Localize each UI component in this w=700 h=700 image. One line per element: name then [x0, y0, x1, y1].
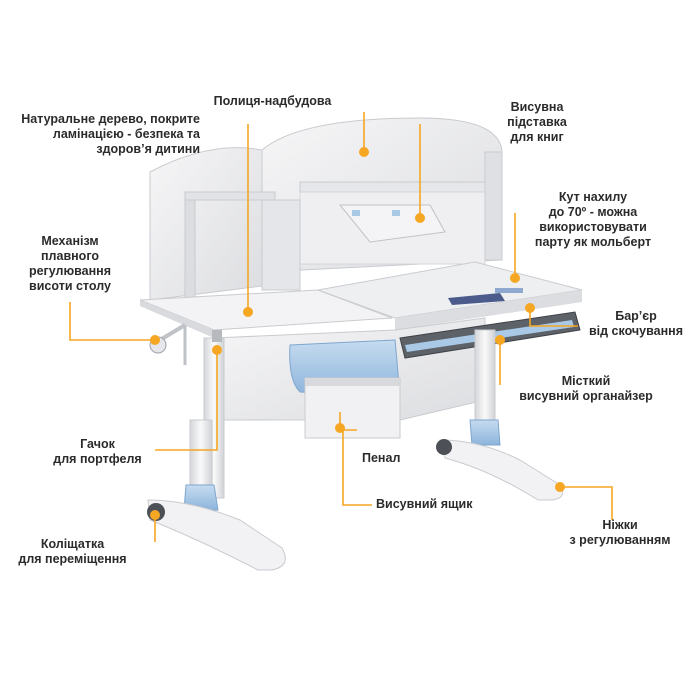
- label-line: Кут нахилу: [558, 190, 628, 204]
- label-line: висоти столу: [29, 279, 111, 293]
- label-line: здоров’я дитини: [96, 142, 200, 156]
- label-line: ламінацією - безпека та: [52, 127, 200, 141]
- label-line: для переміщення: [18, 552, 127, 566]
- label-line: Полиця-надбудова: [213, 94, 332, 108]
- label-line: до 70º - можна: [548, 205, 638, 219]
- right-leg: [436, 329, 564, 501]
- label-line: висувний органайзер: [519, 389, 653, 403]
- label-line: Пенал: [362, 451, 401, 465]
- label-line: Бар’єр: [615, 309, 657, 323]
- label-bookstand: Висувна підставка для книг: [492, 100, 582, 145]
- label-wood: Натуральне дерево, покрите ламінацією - …: [2, 112, 200, 157]
- bag-hook: [212, 330, 222, 342]
- label-line: регулювання: [28, 264, 112, 278]
- label-line: Ніжки: [602, 518, 638, 532]
- label-line: Висувна: [510, 100, 564, 114]
- label-organizer: Місткий висувний органайзер: [505, 374, 667, 404]
- label-line: Гачок: [80, 437, 115, 451]
- label-line: для книг: [510, 130, 564, 144]
- label-wheels: Коліщатка для переміщення: [10, 537, 135, 567]
- label-barrier: Бар’єр від скочування: [580, 309, 692, 339]
- height-crank: [149, 323, 187, 365]
- label-line: підставка: [507, 115, 567, 129]
- hutch-shelf: [149, 117, 503, 301]
- label-line: від скочування: [588, 324, 683, 338]
- label-line: Місткий: [561, 374, 611, 388]
- label-line: Натуральне дерево, покрите: [21, 112, 200, 126]
- label-line: Коліщатка: [40, 537, 105, 551]
- left-leg: [147, 337, 286, 571]
- label-pencil: Пенал: [362, 451, 422, 466]
- label-tilt: Кут нахилу до 70º - можна використовуват…: [528, 190, 658, 250]
- label-line: парту як мольберт: [534, 235, 652, 249]
- label-shelf: Полиця-надбудова: [205, 94, 340, 109]
- label-line: з регулюванням: [569, 533, 671, 547]
- label-line: для портфеля: [53, 452, 142, 466]
- label-line: використовувати: [539, 220, 647, 234]
- label-hook: Гачок для портфеля: [40, 437, 155, 467]
- label-legs: Ніжки з регулюванням: [565, 518, 675, 548]
- callout-dots: [150, 147, 565, 520]
- label-line: плавного: [41, 249, 99, 263]
- callout-leaders: [69, 112, 613, 542]
- label-drawer: Висувний ящик: [376, 497, 506, 512]
- label-mechanism: Механізм плавного регулювання висоти сто…: [20, 234, 120, 294]
- label-line: Механізм: [41, 234, 99, 248]
- label-line: Висувний ящик: [376, 497, 473, 511]
